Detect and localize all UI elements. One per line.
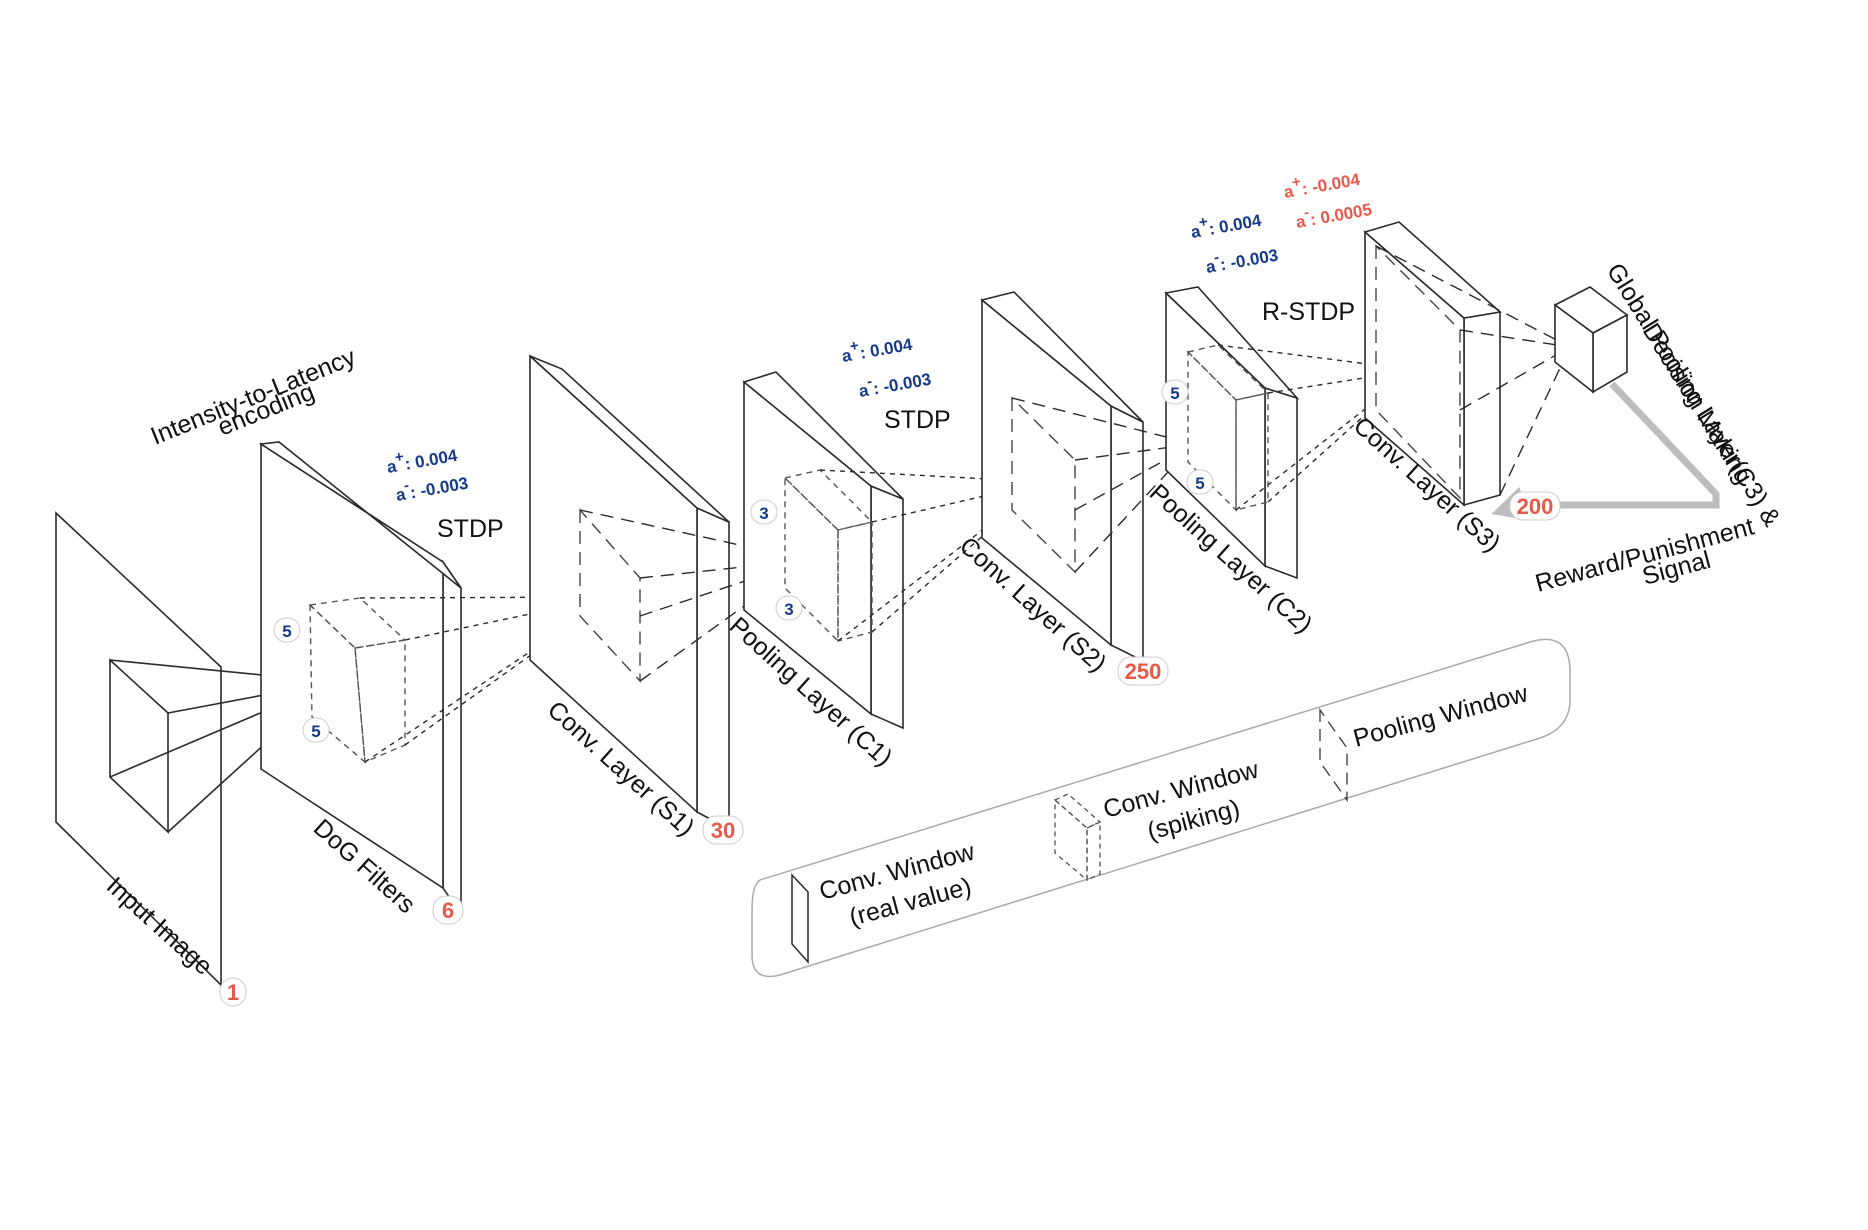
stdp1-rates: a+: 0.004 a-: -0.003 — [384, 439, 469, 505]
badge-c1-top: 3 — [750, 499, 778, 525]
svg-text:1: 1 — [227, 980, 239, 1005]
pooling-layer-c2-slab — [1164, 286, 1300, 580]
svg-text:250: 250 — [1125, 659, 1162, 684]
conv-layer-s3-slab — [1363, 221, 1502, 507]
stdp2-minus-rate: a-: -0.003 — [856, 363, 932, 401]
svg-text:200: 200 — [1517, 494, 1554, 519]
stdp2-rates: a+: 0.004 a-: -0.003 — [839, 328, 932, 401]
badge-input-count: 1 — [219, 977, 247, 1007]
svg-text:3: 3 — [784, 600, 793, 619]
rstdp-punish-plus-rate: a+: -0.004 — [1281, 163, 1362, 202]
label-encoding-1: Intensity-to-Latency — [147, 343, 360, 451]
badge-s2-count: 250 — [1117, 656, 1169, 686]
legend-pooling-label: Pooling Window — [1350, 679, 1531, 753]
svg-text:6: 6 — [442, 898, 454, 923]
label-input-image: Input Image — [101, 872, 218, 981]
window-size-badges: 5 5 3 3 5 5 — [273, 379, 1214, 743]
badge-dog-top: 5 — [273, 617, 301, 643]
stdp1-minus-rate: a-: -0.003 — [393, 467, 469, 505]
svg-text:5: 5 — [282, 622, 291, 641]
label-global-pooling-2: Decision Making — [1637, 318, 1758, 488]
rstdp-reward-plus-rate: a+: 0.004 — [1188, 204, 1263, 242]
badge-c1-bottom: 3 — [775, 595, 803, 621]
input-receptive-field — [109, 658, 169, 834]
svg-text:3: 3 — [759, 504, 768, 523]
dog-filters-slab — [258, 441, 462, 917]
rstdp-punish-rates: a+: -0.004 a-: 0.0005 — [1281, 163, 1373, 232]
legend-conv-spiking-swatch — [1053, 793, 1102, 882]
global-pooling-cube — [1553, 286, 1629, 394]
rstdp-punish-minus-rate: a-: 0.0005 — [1293, 193, 1373, 232]
conv-layer-s1-slab — [529, 354, 730, 831]
stdp2-plus-rate: a+: 0.004 — [839, 328, 914, 366]
svg-text:5: 5 — [311, 722, 320, 741]
s3-conv-window-real — [1375, 244, 1461, 500]
feature-count-badges: 1 6 30 250 200 — [219, 491, 1561, 1007]
label-stdp-2: STDP — [884, 406, 951, 434]
badge-dog-count: 6 — [432, 895, 464, 925]
svg-text:5: 5 — [1195, 474, 1204, 493]
svg-text:5: 5 — [1170, 384, 1179, 403]
legend-box — [751, 638, 1571, 978]
badge-s3-count: 200 — [1509, 491, 1561, 521]
conv-layer-s2-slab — [980, 291, 1144, 663]
pooling-layer-c1-slab — [742, 371, 904, 730]
rstdp-reward-rates: a+: 0.004 a-: -0.003 — [1188, 204, 1279, 277]
legend-conv-real-swatch — [791, 873, 809, 964]
rstdp-reward-minus-rate: a-: -0.003 — [1203, 239, 1279, 277]
badge-c2-top: 5 — [1161, 379, 1189, 405]
s3-to-c3-connections — [1375, 245, 1570, 496]
stdp1-plus-rate: a+: 0.004 — [384, 439, 459, 477]
label-stdp-1: STDP — [437, 515, 504, 543]
label-rstdp: R-STDP — [1262, 298, 1355, 326]
svg-text:30: 30 — [711, 818, 735, 843]
legend-pooling-swatch — [1319, 707, 1348, 803]
badge-dog-bottom: 5 — [302, 717, 330, 743]
badge-c2-bottom: 5 — [1186, 469, 1214, 495]
badge-s1-count: 30 — [702, 815, 744, 845]
